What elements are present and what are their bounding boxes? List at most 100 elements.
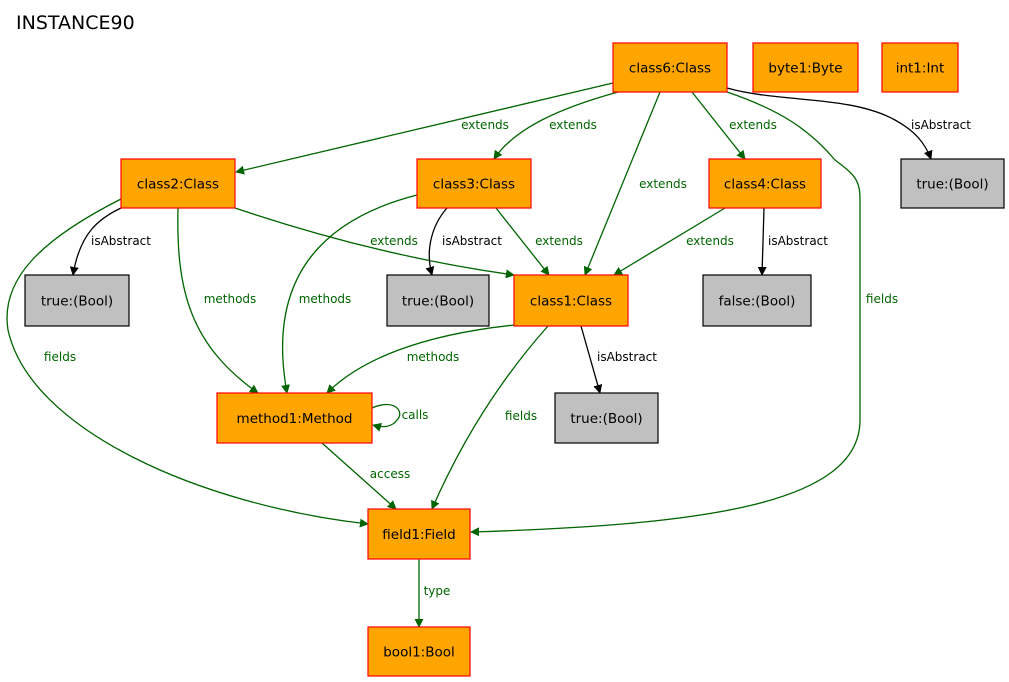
- edge-class2-class1: extends: [234, 207, 515, 279]
- node-label: true:(Bool): [402, 294, 474, 310]
- edge-class3-class1: extends: [495, 207, 583, 276]
- edge-label: isAbstract: [442, 234, 502, 248]
- edge-label: type: [424, 584, 451, 598]
- edge-label: extends: [729, 118, 777, 132]
- edge-class2-field1: fields: [6, 198, 369, 528]
- edge-line: [726, 87, 933, 160]
- node-label: true:(Bool): [916, 177, 988, 193]
- edge-line: [470, 91, 861, 537]
- edge-line: [583, 91, 661, 276]
- edge-line: [6, 198, 369, 528]
- edge-line: [281, 194, 418, 394]
- node-label: bool1:Bool: [383, 645, 455, 661]
- node-box: [513, 274, 629, 327]
- edge-label: fields: [44, 350, 76, 364]
- edge-line: [234, 207, 515, 279]
- object-node-method1: method1:Method: [216, 392, 373, 444]
- edges-layer: extends extends extends extends isAbstract fi…: [6, 82, 971, 628]
- edge-class3-true_c3: isAbstract: [425, 207, 502, 276]
- node-box: [416, 158, 532, 209]
- node-box: [367, 508, 471, 560]
- edge-label: extends: [686, 234, 734, 248]
- value-node-true_c6: true:(Bool): [900, 158, 1005, 209]
- edge-label: fields: [866, 292, 898, 306]
- node-box: [120, 158, 236, 209]
- edge-class2-true_c2: isAbstract: [69, 207, 151, 276]
- edge-class6-class2: extends: [235, 82, 614, 175]
- edge-label: methods: [407, 350, 460, 364]
- node-box: [702, 274, 812, 327]
- edge-label: extends: [370, 234, 418, 248]
- node-label: field1:Field: [382, 527, 455, 543]
- edge-line: [321, 442, 397, 510]
- edge-line: [691, 91, 746, 160]
- node-label: method1:Method: [237, 411, 353, 427]
- node-box: [612, 42, 728, 93]
- edge-label: extends: [549, 118, 597, 132]
- value-node-true_c1: true:(Bool): [554, 392, 659, 444]
- value-node-true_c3: true:(Bool): [386, 274, 490, 327]
- object-node-int1: int1:Int: [881, 42, 959, 93]
- edge-class6-true_c6: isAbstract: [726, 87, 971, 160]
- object-node-class6: class6:Class: [612, 42, 728, 93]
- edge-label: access: [370, 467, 410, 481]
- object-node-bool1: bool1:Bool: [367, 626, 471, 677]
- edge-line: [425, 207, 448, 276]
- edge-label: calls: [402, 408, 429, 422]
- edge-label: extends: [639, 177, 687, 191]
- edge-label: fields: [505, 409, 537, 423]
- edge-label: extends: [535, 234, 583, 248]
- object-node-class4: class4:Class: [708, 158, 822, 209]
- edge-line: [431, 325, 549, 510]
- edge-class6-class4: extends: [691, 91, 777, 160]
- edge-line: [495, 207, 550, 276]
- edge-line: [235, 82, 614, 175]
- edge-class4-class1: extends: [613, 207, 734, 276]
- edge-method1-method1: calls: [371, 403, 429, 432]
- edge-line: [177, 207, 259, 394]
- edge-class4-false_c4: isAbstract: [757, 207, 828, 276]
- node-label: class1:Class: [530, 294, 612, 310]
- node-label: class6:Class: [629, 61, 711, 77]
- value-node-false_c4: false:(Bool): [702, 274, 812, 327]
- edge-line: [580, 325, 603, 394]
- edge-line: [69, 207, 122, 276]
- node-label: class3:Class: [433, 177, 515, 193]
- diagram-title: INSTANCE90: [16, 12, 135, 34]
- edge-method1-field1: access: [321, 442, 410, 510]
- nodes-layer: class6:Class byte1:Byte int1:Int class2:Cla…: [24, 42, 1005, 677]
- edge-class3-method1: methods: [281, 194, 418, 394]
- node-box: [24, 274, 130, 327]
- edge-line: [757, 207, 767, 276]
- node-box: [386, 274, 490, 327]
- edge-line: [493, 91, 619, 160]
- node-box: [367, 626, 471, 677]
- edge-label: isAbstract: [91, 234, 151, 248]
- object-node-field1: field1:Field: [367, 508, 471, 560]
- edge-label: extends: [461, 118, 509, 132]
- object-node-class1: class1:Class: [513, 274, 629, 327]
- node-box: [752, 42, 859, 93]
- node-label: int1:Int: [896, 61, 945, 77]
- edge-label: isAbstract: [911, 118, 971, 132]
- value-node-true_c2: true:(Bool): [24, 274, 130, 327]
- node-label: true:(Bool): [570, 411, 642, 427]
- edge-class1-true_c1: isAbstract: [580, 325, 657, 394]
- edge-label: methods: [204, 292, 257, 306]
- edge-class6-class3: extends: [493, 91, 619, 160]
- object-node-byte1: byte1:Byte: [752, 42, 859, 93]
- edge-class1-method1: methods: [326, 324, 515, 394]
- node-label: true:(Bool): [41, 294, 113, 310]
- edge-line: [371, 403, 401, 432]
- object-node-class3: class3:Class: [416, 158, 532, 209]
- edge-class1-field1: fields: [431, 325, 549, 510]
- node-box: [881, 42, 959, 93]
- node-box: [216, 392, 373, 444]
- node-label: false:(Bool): [719, 294, 796, 310]
- node-box: [900, 158, 1005, 209]
- node-label: class2:Class: [137, 177, 219, 193]
- edge-label: isAbstract: [597, 350, 657, 364]
- node-label: byte1:Byte: [768, 61, 842, 77]
- edge-class6-class1: extends: [583, 91, 687, 276]
